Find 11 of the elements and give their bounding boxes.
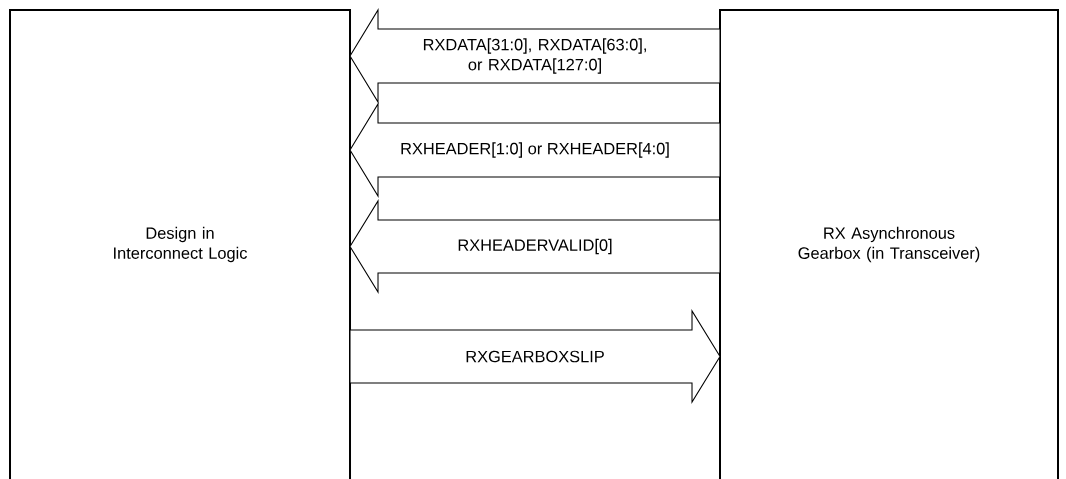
block-arrow [349, 8, 721, 104]
edge-label: RXHEADERVALID[0] [458, 238, 612, 255]
block-arrow [349, 102, 721, 198]
box-label: RX Asynchronous Gearbox (in Transceiver) [798, 226, 980, 263]
box-label: Design in Interconnect Logic [114, 226, 247, 263]
edge-label: RXHEADER[1:0] or RXHEADER[4:0] [401, 142, 669, 158]
block-box [9, 9, 351, 479]
edge-label: RXDATA[31:0], RXDATA[63:0], or RXDATA[127:0] [423, 38, 646, 74]
edge-label: RXGEARBOXSLIP [466, 350, 604, 363]
block-arrow [349, 309, 721, 404]
block-arrow [349, 199, 721, 294]
